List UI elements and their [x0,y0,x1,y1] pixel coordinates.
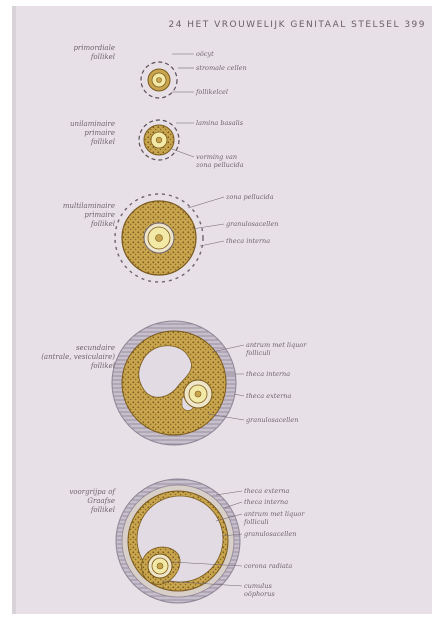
label-oocyte: oöcyt [196,50,214,58]
follicle-figure [12,6,432,614]
label-theca-interna-2: theca interna [246,370,290,378]
unilaminar-follicle-drawing [139,120,194,160]
stage-label-multilaminar: multilaminaireprimairefollikel [20,202,115,229]
label-corona-radiata: corona radiata [244,562,292,570]
label-theca-interna-3: theca interna [244,498,288,506]
secondary-follicle-drawing [112,321,244,445]
label-theca-externa-1: theca externa [246,392,291,400]
label-theca-externa-2: theca externa [244,487,289,495]
label-theca-interna-1: theca interna [226,237,270,245]
label-granulosa-cells-1: granulosacellen [226,220,278,228]
label-antrum-1: antrum met liquorfolliculi [246,341,306,357]
label-cumulus-oophorus: cumulusoöphorus [244,582,275,598]
stage-label-unilaminar: unilaminaireprimairefollikel [20,120,115,147]
label-antrum-2: antrum met liquorfolliculi [244,510,304,526]
label-zona-pellucida: zona pellucida [226,193,274,201]
multilaminar-follicle-drawing [115,194,224,282]
label-follicle-cell: follikelcel [196,88,228,96]
primordial-follicle-drawing [141,54,194,98]
stage-label-secondary: secundaire(antrale, vesiculaire)follikel [20,344,115,371]
label-stromal-cells: stromale cellen [196,64,247,72]
stage-label-primordial: primordialefollikel [20,44,115,62]
textbook-page: 24 HET VROUWELIJK GENITAAL STELSEL 399 [12,6,432,614]
label-granulosa-cells-2: granulosacellen [246,416,298,424]
label-granulosa-cells-3: granulosacellen [244,530,296,538]
stage-label-graafian: voorgrijpa ofGraafsefollikel [20,488,115,515]
label-basal-lamina: lamina basalis [196,119,243,127]
label-zona-formation: vorming vanzona pellucida [196,153,244,169]
graafian-follicle-drawing [116,479,242,603]
